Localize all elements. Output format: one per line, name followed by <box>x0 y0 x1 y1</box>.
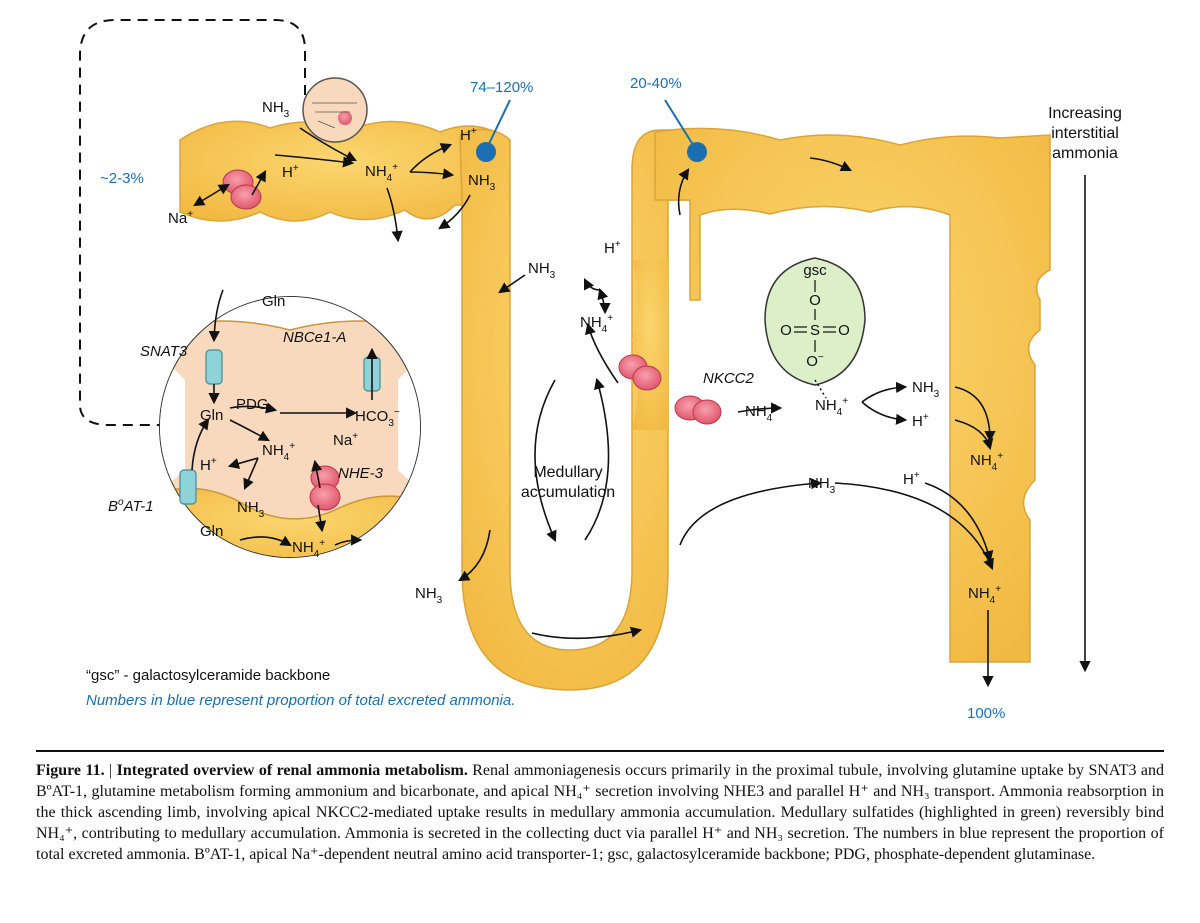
hco3-label: HCO3− <box>355 407 400 429</box>
nh3-label: NH3 <box>912 379 940 400</box>
h-plus-label: H+ <box>604 239 621 257</box>
sulfatide-binding-line <box>814 379 827 399</box>
gln-label: Gln <box>262 293 285 310</box>
distal-tubule <box>654 127 1051 663</box>
gln-label: Gln <box>200 523 223 540</box>
nh4-label: NH4+ <box>365 162 398 184</box>
loop-of-henle <box>459 128 691 691</box>
h-plus-label: H+ <box>903 470 920 488</box>
sulfatide-structure: gsc O O S O O− <box>780 262 850 370</box>
proportion-marker-icon <box>476 99 707 162</box>
h-plus-label: H+ <box>282 163 299 181</box>
caption-separator: | <box>104 762 117 779</box>
nh3-label: NH3 <box>808 475 836 496</box>
nkcc2-label: NKCC2 <box>703 370 755 387</box>
caption-body: Renal ammoniagenesis occurs primarily in… <box>36 762 1164 863</box>
blue-note: Numbers in blue represent proportion of … <box>86 692 515 709</box>
na-plus-label: Na+ <box>168 209 193 227</box>
proportion-descending: 74–120% <box>470 79 533 96</box>
nh4-label: NH4+ <box>745 402 778 424</box>
proportion-labels: ~2-3% 74–120% 20-40% 100% <box>100 75 1005 722</box>
cell-labels: Gln SNAT3 NBCe1-A Gln PDG HCO3− NH4+ Na+… <box>108 293 400 560</box>
flow-arrows <box>191 127 1091 688</box>
caption-rule <box>36 750 1164 752</box>
gsc-note: “gsc” - galactosylceramide backbone <box>86 667 330 684</box>
legend: “gsc” - galactosylceramide backbone Numb… <box>86 667 515 709</box>
loop-labels: NH3 NH3 H+ NH4+ Medullary accumulation N… <box>415 239 1003 606</box>
na-plus-label: Na+ <box>333 431 358 449</box>
ammonia-metabolism-diagram: ~2-3% 74–120% 20-40% 100% Increasing int… <box>79 19 1122 722</box>
enlargement-bracket <box>79 19 306 426</box>
inset-detail <box>315 111 350 129</box>
nh3-label: NH3 <box>415 585 443 606</box>
nh4-label: NH4+ <box>815 396 848 418</box>
nh4-label: NH4+ <box>580 313 613 335</box>
nh3-label: NH3 <box>237 499 265 520</box>
nh4-label: NH4+ <box>292 538 325 560</box>
medullary-label: Medullary <box>533 464 602 481</box>
proportion-final: 100% <box>967 705 1005 722</box>
inset-lens <box>302 77 368 143</box>
h-plus-label: H+ <box>460 126 477 144</box>
proportion-proximal: ~2-3% <box>100 170 144 187</box>
h-plus-label: H+ <box>912 412 929 430</box>
nh3-label: NH3 <box>468 172 496 193</box>
oxygen-label: O− <box>806 352 824 370</box>
gradient-label: Increasing interstitial ammonia <box>1048 105 1122 162</box>
figure-number: Figure 11. <box>36 762 105 779</box>
gradient-label-line: Increasing <box>1048 105 1122 122</box>
figure-caption: Figure 11. | Integrated overview of rena… <box>36 760 1164 865</box>
nh4-label: NH4+ <box>968 584 1001 606</box>
proximal-labels: NH3 H+ NH4+ H+ NH3 Na+ <box>168 99 496 227</box>
figure-title: Integrated overview of renal ammonia met… <box>116 762 468 779</box>
sulfur-label: S <box>810 322 820 339</box>
nhe3-label: NHE-3 <box>338 465 384 482</box>
boat1-label: BoAT-1 <box>108 497 154 515</box>
ascending-wall <box>632 260 668 430</box>
nbce1a-label: NBCe1-A <box>283 329 346 346</box>
snat3-label: SNAT3 <box>140 343 188 360</box>
pdg-label: PDG <box>236 396 269 413</box>
oxygen-label: O <box>838 322 850 339</box>
oxygen-label: O <box>780 322 792 339</box>
gsc-label: gsc <box>803 262 827 279</box>
gln-label: Gln <box>200 407 223 424</box>
nh4-label: NH4+ <box>262 441 295 463</box>
transporter-icon <box>222 169 722 511</box>
gradient-label-line: ammonia <box>1052 145 1118 162</box>
nh4-label: NH4+ <box>970 451 1003 473</box>
nh3-label: NH3 <box>262 99 290 120</box>
h-plus-label: H+ <box>200 456 217 474</box>
nh3-label: NH3 <box>528 260 556 281</box>
oxygen-label: O <box>809 292 821 309</box>
proportion-ascending: 20-40% <box>630 75 682 92</box>
medullary-label: accumulation <box>521 484 615 501</box>
sulfatide-icon <box>764 257 866 386</box>
gradient-label-line: interstitial <box>1051 125 1119 142</box>
